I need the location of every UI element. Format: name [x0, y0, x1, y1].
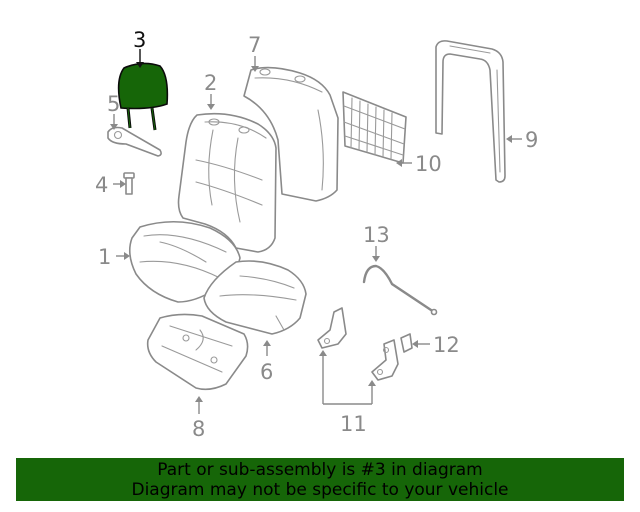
part-5-headrest-guide: [107, 126, 162, 157]
part-2-seat-back-cushion: [177, 112, 277, 253]
callout-13: 13: [363, 223, 390, 247]
callout-11: 11: [340, 412, 367, 436]
seat-parts-diagram: 3 2 7 5 4 1 6 8 9 10 13 12 11: [95, 28, 538, 441]
callout-12: 12: [433, 333, 460, 357]
leader-lines: [110, 49, 522, 414]
part-13-release-cable: [362, 264, 438, 316]
part-8-seat-adjuster-base: [146, 313, 249, 391]
part-10-spring-mat: [342, 91, 407, 164]
callout-7: 7: [248, 33, 261, 57]
callout-5: 5: [107, 92, 120, 116]
callout-2: 2: [204, 71, 217, 95]
part-6-seat-cushion-frame: [203, 260, 307, 335]
part-12-clip: [400, 333, 413, 353]
banner-line-1: Part or sub-assembly is #3 in diagram: [157, 459, 483, 480]
part-4-bolt: [123, 172, 135, 195]
callout-10: 10: [415, 152, 442, 176]
info-banner: Part or sub-assembly is #3 in diagram Di…: [16, 458, 624, 501]
callout-1: 1: [98, 245, 111, 269]
callout-6: 6: [260, 360, 273, 384]
callout-8: 8: [192, 417, 205, 441]
part-11-recliner-right: [371, 339, 399, 381]
part-7-seat-back-cover: [243, 66, 339, 202]
callout-4: 4: [95, 173, 108, 197]
part-11-recliner-left: [317, 307, 347, 349]
banner-line-2: Diagram may not be specific to your vehi…: [131, 479, 509, 500]
callout-9: 9: [525, 128, 538, 152]
callout-3: 3: [133, 28, 146, 52]
part-3-headrest: [117, 62, 169, 131]
part-9-seat-back-frame: [435, 40, 506, 183]
